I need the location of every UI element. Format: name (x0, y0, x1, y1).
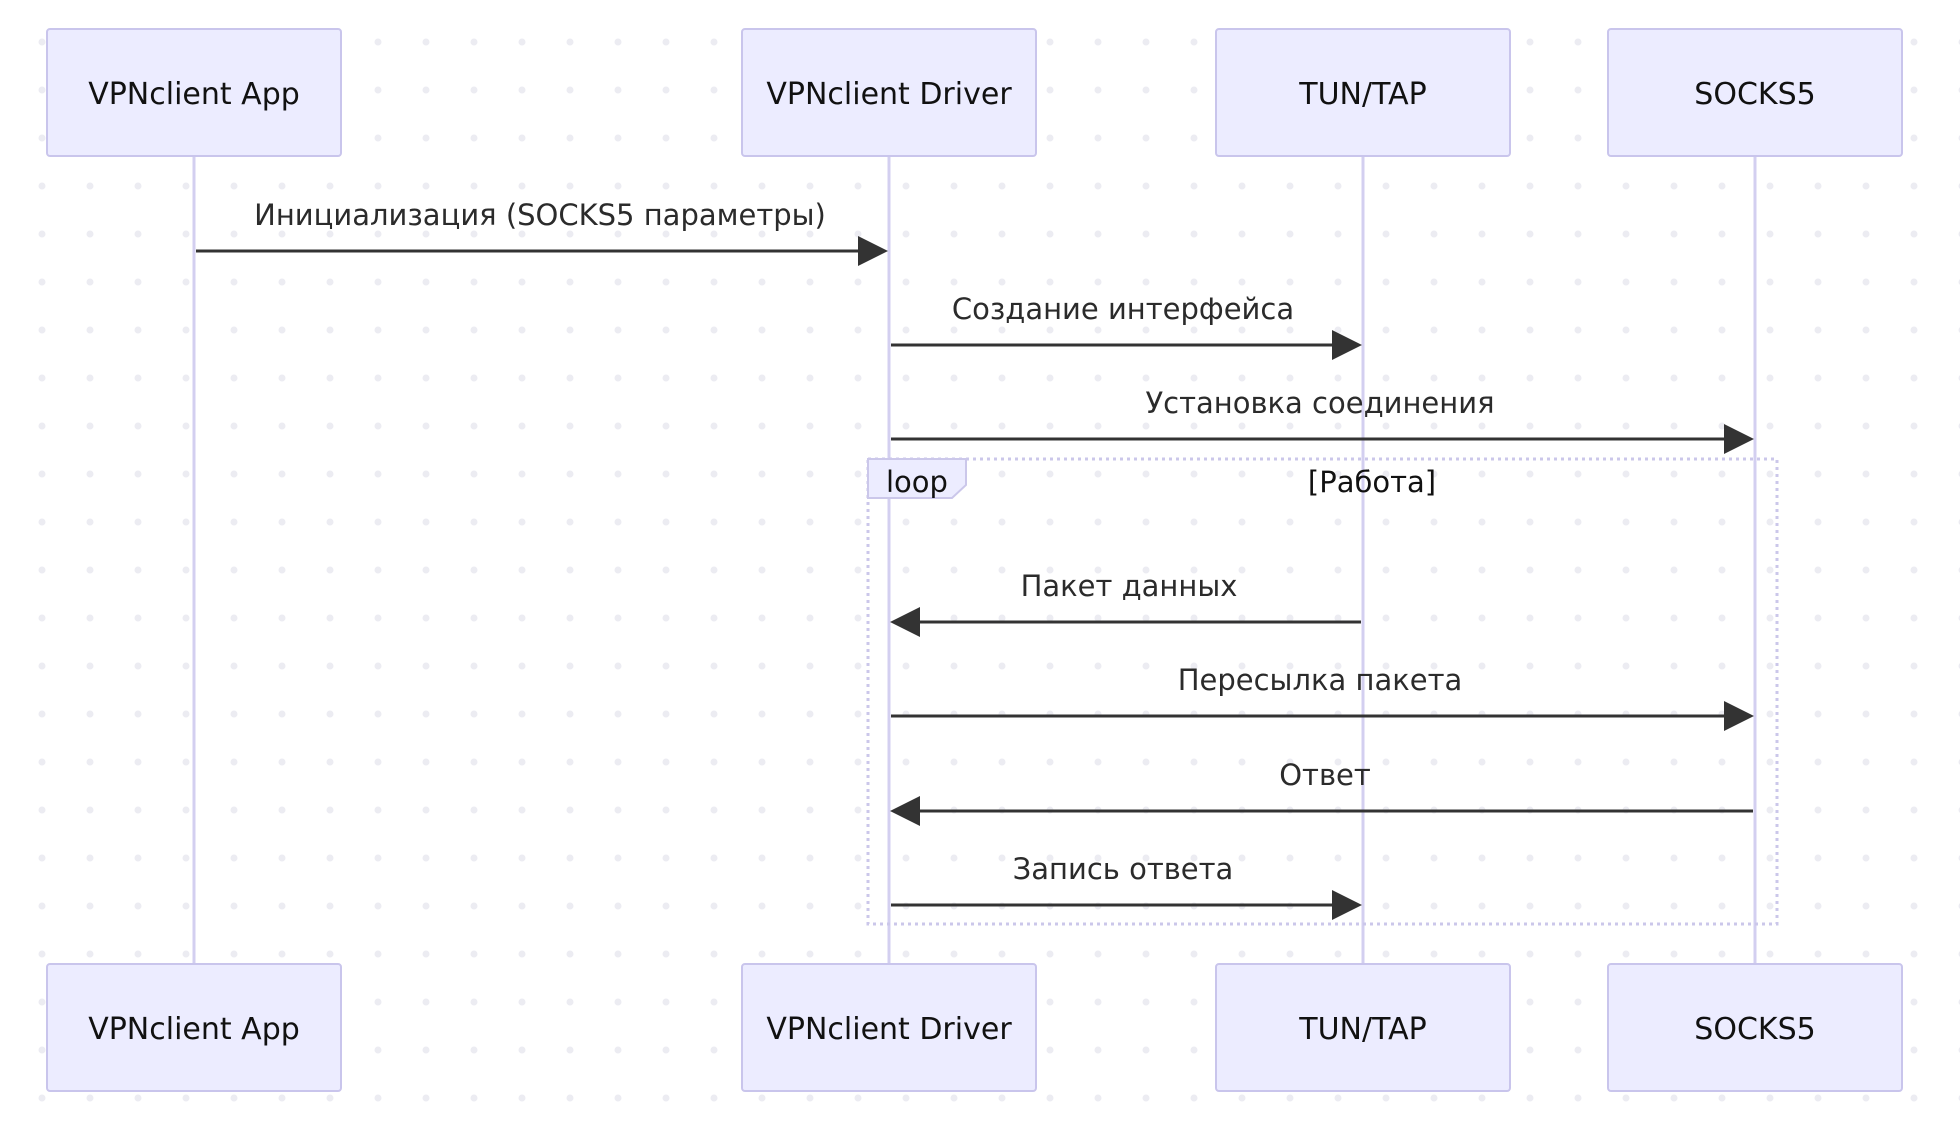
actor-tun-bottom-label: TUN/TAP (1298, 1012, 1426, 1047)
loop-frame: loop [Работа] (866, 457, 1779, 926)
message-forward-packet: Пересылка пакета (891, 663, 1754, 731)
message-create-interface: Создание интерфейса (891, 292, 1362, 360)
message-data-packet-label: Пакет данных (1021, 569, 1238, 603)
actor-socks-top-label: SOCKS5 (1694, 77, 1815, 112)
message-response: Ответ (890, 758, 1753, 826)
message-data-packet: Пакет данных (890, 569, 1361, 637)
actor-app-top-label: VPNclient App (88, 77, 300, 112)
actor-tun-top: TUN/TAP (1215, 28, 1511, 157)
message-forward-packet-label: Пересылка пакета (1178, 663, 1463, 697)
actor-driver-bottom: VPNclient Driver (741, 963, 1037, 1092)
actor-socks-bottom: SOCKS5 (1607, 963, 1903, 1092)
message-write-response-label: Запись ответа (1013, 852, 1234, 886)
actor-driver-top: VPNclient Driver (741, 28, 1037, 157)
loop-label-tab (867, 458, 967, 499)
message-establish-connection-label: Установка соединения (1145, 386, 1494, 420)
loop-condition: [Работа] (1308, 465, 1436, 499)
message-write-response: Запись ответа (891, 852, 1362, 920)
loop-keyword: loop (886, 465, 948, 499)
actor-app-top: VPNclient App (46, 28, 342, 157)
message-init: Инициализация (SOCKS5 параметры) (196, 198, 888, 266)
actor-app-bottom: VPNclient App (46, 963, 342, 1092)
actor-tun-bottom: TUN/TAP (1215, 963, 1511, 1092)
actor-driver-top-label: VPNclient Driver (766, 77, 1012, 112)
message-establish-connection: Установка соединения (891, 386, 1754, 454)
actor-socks-bottom-label: SOCKS5 (1694, 1012, 1815, 1047)
actor-tun-top-label: TUN/TAP (1298, 77, 1426, 112)
actor-socks-top: SOCKS5 (1607, 28, 1903, 157)
actor-driver-bottom-label: VPNclient Driver (766, 1012, 1012, 1047)
message-create-interface-label: Создание интерфейса (952, 292, 1294, 326)
message-response-label: Ответ (1279, 758, 1371, 792)
actor-app-bottom-label: VPNclient App (88, 1012, 300, 1047)
message-init-label: Инициализация (SOCKS5 параметры) (254, 198, 826, 232)
